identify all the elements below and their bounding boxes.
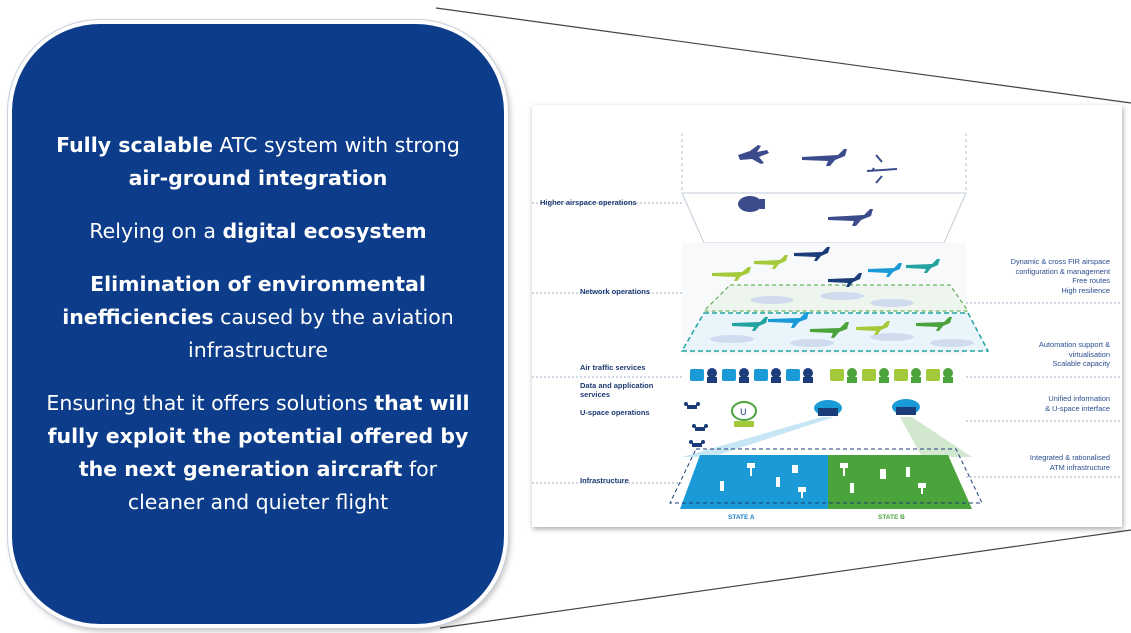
- text-bold: air-ground integration: [128, 166, 388, 190]
- airliner-icon: [794, 247, 830, 261]
- summary-point-3: Elimination of environmental inefficienc…: [44, 268, 472, 367]
- summary-point-4: Ensuring that it offers solutions that w…: [44, 387, 472, 519]
- higher-airspace-block: [681, 192, 967, 244]
- airliner-icon: [768, 312, 809, 328]
- label-higher-airspace: Higher airspace operations: [540, 198, 637, 207]
- text: for cleaner and quieter flight: [127, 457, 438, 514]
- svg-text:U: U: [740, 408, 747, 418]
- airliner-icon: [856, 321, 890, 335]
- summary-point-1: Fully scalable ATC system with strong ai…: [44, 129, 472, 195]
- label-state-b: STATE B: [878, 514, 905, 521]
- uspace-cloud-icon: U: [731, 401, 757, 427]
- airliner-icon: [828, 273, 862, 287]
- label-unified-information: Unified information & U-space interface: [1045, 394, 1110, 413]
- text-bold: that will fully exploit the potential of…: [47, 391, 470, 481]
- label-automation-support: Automation support & virtualisation Scal…: [1038, 340, 1110, 368]
- airship-tail-icon: [760, 199, 765, 209]
- label-integrated-infrastructure: Integrated & rationalised ATM infrastruc…: [1029, 453, 1110, 472]
- text: caused by the aviation infrastructure: [188, 305, 454, 362]
- airliner-icon: [802, 149, 847, 166]
- aircraft-outline-icon: [866, 154, 898, 184]
- label-state-a: STATE A: [728, 514, 755, 521]
- airliner-icon: [732, 317, 768, 331]
- airship-icon: [738, 196, 762, 212]
- label-data-application-services: Data and application services: [580, 381, 654, 399]
- text: Relying on a: [89, 219, 223, 243]
- airliner-icon: [828, 209, 873, 226]
- callout-line-bottom: [439, 529, 1131, 629]
- text-bold: Elimination of environmental inefficienc…: [62, 272, 426, 329]
- airliner-icon: [906, 259, 940, 273]
- state-b-ground: [828, 455, 972, 509]
- summary-point-2: Relying on a digital ecosystem: [44, 215, 472, 248]
- airliner-icon: [712, 267, 751, 281]
- label-u-space-operations: U-space operations: [580, 408, 650, 417]
- label-infrastructure: Infrastructure: [580, 476, 629, 485]
- airliner-icon: [754, 255, 788, 269]
- label-dynamic-airspace: Dynamic & cross FIR airspace configurati…: [1010, 257, 1110, 295]
- infrastructure-boundary: [669, 448, 983, 504]
- diagram-graphic: U: [532, 133, 1122, 509]
- jet-fighter-icon: [738, 145, 769, 164]
- antenna-icons: [720, 463, 926, 498]
- vertical-guides: [681, 133, 967, 193]
- text-bold: digital ecosystem: [222, 219, 427, 243]
- drone-icons: [684, 402, 708, 447]
- callout-line-top: [435, 7, 1131, 104]
- summary-panel: Fully scalable ATC system with strong ai…: [8, 20, 508, 628]
- airliner-icon: [810, 322, 849, 338]
- text-bold: Fully scalable: [56, 133, 213, 157]
- text: Ensuring that it offers solutions: [46, 391, 375, 415]
- grid-shadows: [710, 292, 974, 347]
- label-network-operations: Network operations: [580, 287, 651, 296]
- aircraft-group-high: [738, 145, 898, 226]
- airspace-architecture-diagram: U Higher airspace operations Network ope…: [532, 105, 1122, 527]
- airliner-icon: [916, 317, 952, 331]
- airliner-icon: [868, 263, 902, 277]
- connection-beam: [900, 417, 972, 457]
- atc-workstation-row: [690, 368, 953, 383]
- label-air-traffic-services: Air traffic services: [580, 363, 646, 372]
- data-cloud-icons: [814, 399, 920, 416]
- text: ATC system with strong: [212, 133, 460, 157]
- state-a-ground: [680, 455, 828, 509]
- connection-beam: [682, 417, 834, 457]
- aircraft-group-network: [712, 247, 952, 338]
